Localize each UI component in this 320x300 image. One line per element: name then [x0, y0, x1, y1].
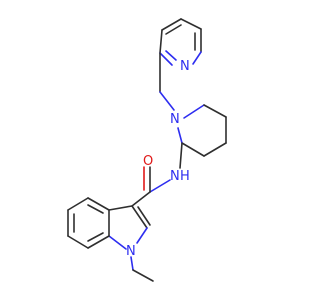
bond: [108, 205, 133, 211]
atom-label-amide-h: H: [180, 169, 190, 184]
piperidine-ring: [177, 104, 227, 157]
bond: [136, 227, 148, 244]
bond: [149, 179, 171, 193]
bond: [159, 29, 163, 54]
bond: [203, 142, 227, 157]
bond: [67, 235, 89, 249]
bond: [131, 191, 151, 207]
molecule-structure: N N N H O N: [67, 18, 227, 282]
bond: [159, 91, 175, 111]
bond: [183, 104, 205, 119]
atom-label-pyridine-n: N: [180, 59, 190, 74]
atom-label-amide-n: N: [170, 169, 180, 184]
bond: [131, 205, 148, 229]
atom-label-carbonyl-o: O: [143, 154, 153, 169]
bond: [87, 204, 104, 214]
bond: [87, 197, 110, 211]
bond: [177, 127, 183, 144]
pyridine-ring: [159, 18, 202, 66]
bond: [108, 235, 127, 250]
bond: [165, 24, 182, 35]
bond: [132, 269, 154, 282]
bond: [87, 232, 104, 242]
bond: [179, 142, 183, 169]
bond: [165, 50, 177, 61]
bond: [87, 235, 110, 249]
bond: [137, 206, 151, 226]
indole-ring: [67, 197, 151, 250]
bond: [130, 256, 134, 271]
bond: [192, 51, 202, 65]
atom-label-piperidine-n: N: [170, 112, 180, 127]
bond: [181, 142, 205, 157]
bond: [203, 104, 227, 118]
bond: [161, 18, 182, 31]
atom-label-indole-n: N: [126, 244, 136, 259]
bond: [67, 197, 89, 211]
bond: [180, 18, 202, 30]
bond: [159, 52, 173, 66]
